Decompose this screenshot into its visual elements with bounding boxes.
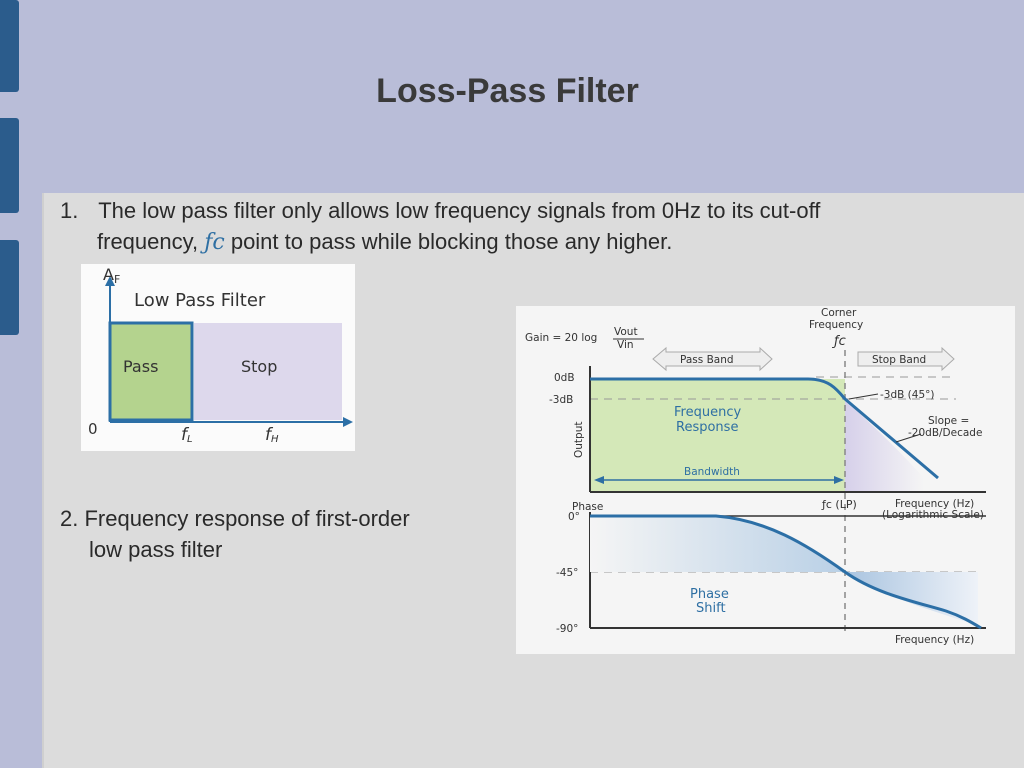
corner-label-2: Frequency [809, 319, 863, 331]
fl-label: fL [181, 425, 193, 445]
pass-region [108, 321, 194, 422]
fc-top-label: ƒc [831, 334, 846, 349]
side-tab-1 [0, 0, 19, 92]
slope-1: Slope = [928, 415, 969, 427]
minus3db-label: -3dB [549, 394, 573, 406]
phase-label: Phase [572, 501, 603, 513]
vout-label: Vout [614, 326, 638, 338]
item1-text-a: frequency, [97, 229, 199, 254]
phase-curve [590, 514, 982, 630]
slope-2: -20dB/Decade [908, 427, 982, 439]
bandwidth-arrow-right [834, 476, 844, 484]
minus45-label: -45° [556, 567, 578, 579]
minus3db-pointer [848, 393, 879, 400]
gain-label: Gain = 20 log [525, 332, 597, 344]
minus3db-note: -3dB (45°) [880, 389, 934, 401]
phase-shift-1: Phase [690, 587, 729, 602]
item1-text-line1: The low pass filter only allows low freq… [98, 198, 821, 223]
zero-db-label: 0dB [554, 372, 575, 384]
origin-label: 0 [88, 420, 98, 438]
minus90-label: -90° [556, 623, 578, 635]
slope-pointer [895, 433, 922, 443]
fh-label: fH [265, 425, 279, 445]
fc-symbol: ƒc [204, 230, 225, 255]
bandwidth-label: Bandwidth [684, 466, 740, 478]
bode-diagram: Gain = 20 log Vout Vin Corner Frequency … [516, 306, 1015, 654]
freq-hz-bottom: Frequency (Hz) [895, 634, 974, 646]
stopband-region [845, 399, 924, 492]
y-axis-arrow [105, 276, 115, 286]
phase-region-upper [590, 516, 845, 572]
slide-title: Loss-Pass Filter [376, 72, 639, 110]
small-diagram-title: Low Pass Filter [134, 290, 266, 311]
low-pass-diagram: AF Low Pass Filter Pass Stop 0 fL fH [81, 264, 355, 451]
x-axis-arrow [343, 417, 353, 427]
vin-label: Vin [617, 339, 634, 351]
gain-curve [590, 377, 939, 480]
freq-hz-label: Frequency (Hz) [895, 498, 974, 510]
item1-number: 1. [60, 198, 79, 223]
corner-label-1: Corner [821, 307, 857, 319]
item2-line1: 2. Frequency response of first-order [60, 506, 410, 531]
log-scale-label: (Logarithmic Scale) [882, 509, 984, 521]
passband-region [590, 379, 845, 492]
bandwidth-arrow-left [594, 476, 604, 484]
zero-deg-label: 0° [568, 511, 580, 523]
freq-response-2: Response [676, 420, 738, 435]
pass-label: Pass [123, 357, 158, 376]
side-tab-2 [0, 118, 19, 213]
stop-band-label: Stop Band [872, 354, 926, 366]
side-tab-3 [0, 240, 19, 335]
item1-line2: frequency, ƒc point to pass while blocki… [97, 226, 977, 258]
freq-response-1: Frequency [674, 405, 741, 420]
stop-region [194, 323, 342, 420]
pass-band-arrow [652, 346, 773, 372]
item1-line1: 1. The low pass filter only allows low f… [60, 195, 975, 226]
af-label: AF [103, 265, 120, 286]
pass-band-label: Pass Band [680, 354, 734, 366]
phase-region-lower [845, 572, 978, 626]
phase-shift-2: Shift [696, 601, 726, 616]
fc-lp-label: ƒc (LP) [821, 498, 857, 511]
output-label: Output [573, 422, 585, 458]
low-pass-svg: AF Low Pass Filter Pass Stop 0 fL fH [88, 265, 353, 445]
bode-svg: Gain = 20 log Vout Vin Corner Frequency … [525, 307, 986, 646]
item1-text-b: point to pass while blocking those any h… [230, 229, 673, 254]
item2-line2: low pass filter [89, 537, 223, 562]
stop-band-arrow [857, 346, 955, 372]
stop-label: Stop [241, 357, 277, 376]
